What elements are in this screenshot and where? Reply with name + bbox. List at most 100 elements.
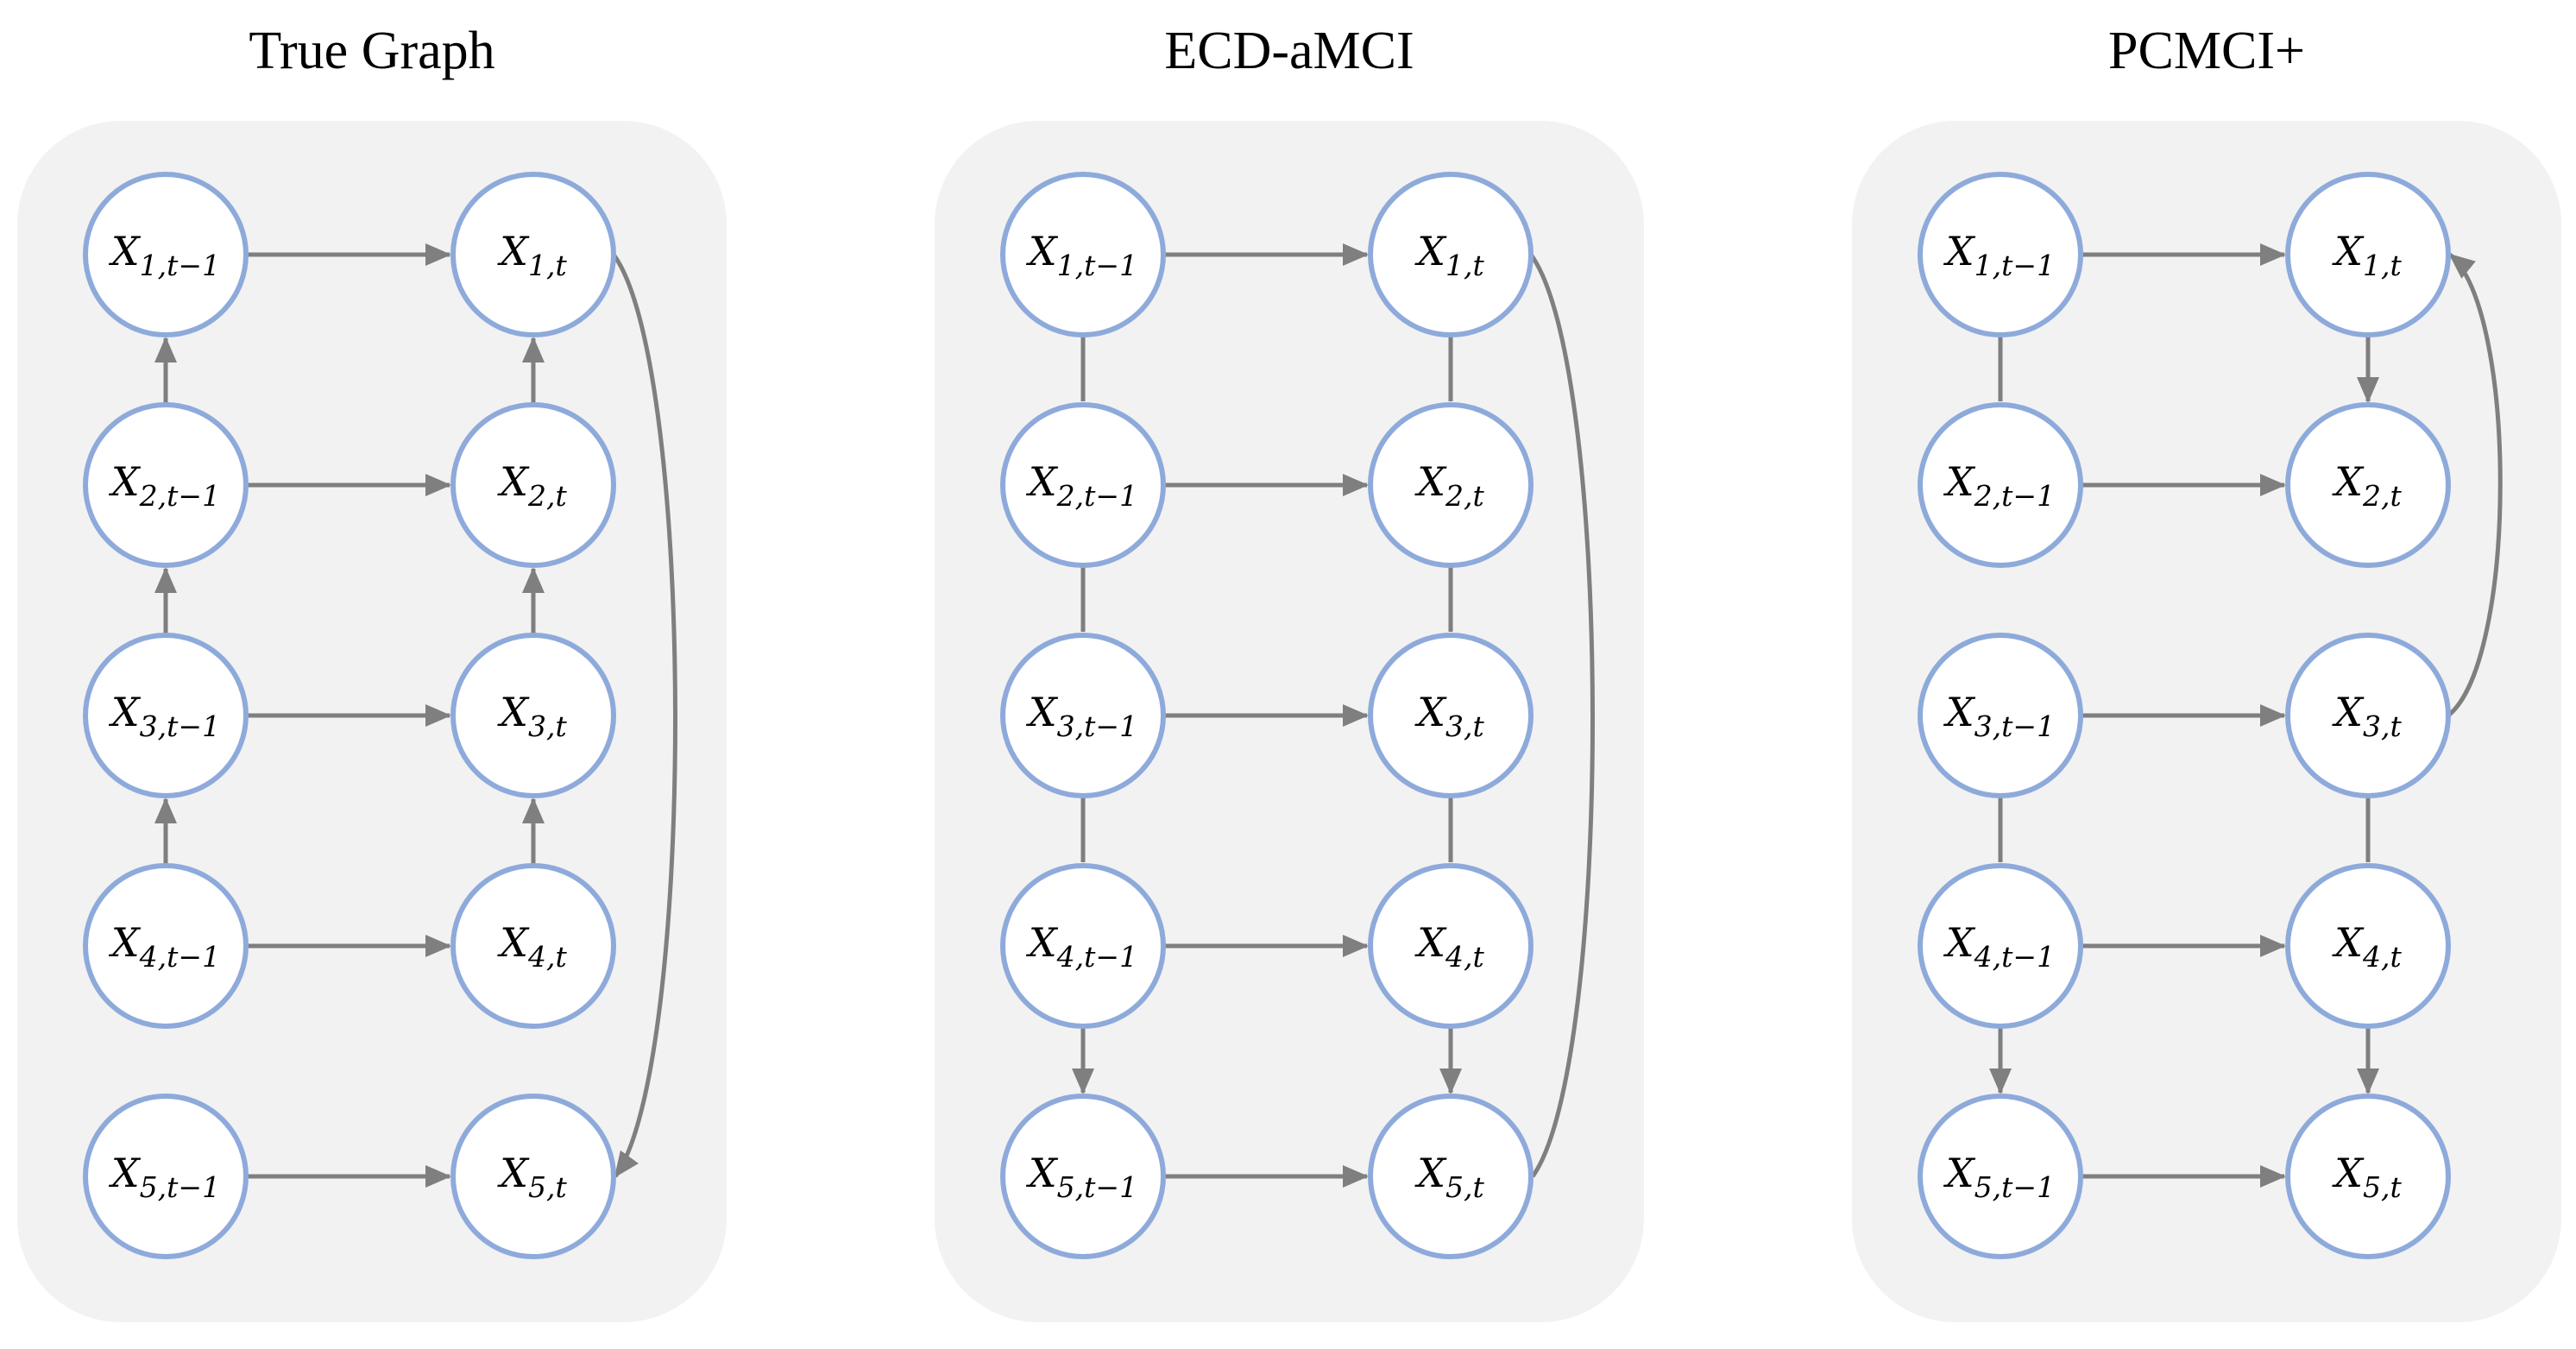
node-label: X1,t	[497, 228, 567, 282]
node-circle	[83, 863, 249, 1029]
node-circle	[450, 1094, 616, 1259]
node-circle	[2285, 402, 2451, 568]
panel-title: ECD-aMCI	[1164, 22, 1414, 80]
node-subscript: 2,t	[2362, 479, 2402, 513]
node-label: X5,t−1	[1026, 1150, 1137, 1204]
node-label: X1,t−1	[109, 228, 220, 282]
node-circle	[1918, 633, 2083, 798]
node-variable: X	[497, 919, 530, 966]
node-b1: X1,t	[450, 172, 616, 337]
node-b3: X3,t	[1368, 633, 1534, 798]
node-label: X5,t−1	[109, 1150, 220, 1204]
node-variable: X	[1026, 228, 1059, 274]
node-a4: X4,t−1	[1918, 863, 2083, 1029]
node-subscript: 4,t	[2362, 940, 2402, 974]
node-a3: X3,t−1	[1000, 633, 1166, 798]
node-variable: X	[497, 689, 530, 735]
node-subscript: 2,t−1	[1056, 479, 1137, 513]
node-variable: X	[1414, 1150, 1447, 1196]
node-circle	[1368, 633, 1534, 798]
edges	[1072, 243, 1595, 1188]
node-subscript: 5,t	[2363, 1170, 2402, 1204]
node-b5: X5,t	[1368, 1094, 1534, 1259]
node-circle	[1368, 1094, 1534, 1259]
node-variable: X	[1943, 919, 1976, 966]
node-circle	[1000, 863, 1166, 1029]
node-subscript: 3,t−1	[1975, 709, 2055, 743]
node-label: X4,t−1	[1026, 919, 1137, 974]
node-a4: X4,t−1	[1000, 863, 1166, 1029]
node-a2: X2,t−1	[83, 402, 249, 568]
node-a4: X4,t−1	[83, 863, 249, 1029]
node-a1: X1,t−1	[1000, 172, 1166, 337]
node-circle	[1918, 172, 2083, 337]
node-b2: X2,t	[450, 402, 616, 568]
node-variable: X	[1026, 919, 1059, 966]
node-subscript: 2,t−1	[139, 479, 220, 513]
node-label: X3,t	[1414, 689, 1484, 743]
node-a3: X3,t−1	[83, 633, 249, 798]
node-circle	[1368, 172, 1534, 337]
node-a3: X3,t−1	[1918, 633, 2083, 798]
node-variable: X	[1414, 689, 1447, 735]
node-b1: X1,t	[1368, 172, 1534, 337]
node-variable: X	[1943, 458, 1976, 505]
edge-b1-b5-arrow	[611, 253, 677, 1178]
node-label: X2,t	[2332, 458, 2402, 513]
node-variable: X	[109, 919, 142, 966]
node-variable: X	[2332, 458, 2365, 505]
edge-b3-b1-arrow	[2447, 253, 2503, 717]
node-subscript: 1,t−1	[1975, 249, 2055, 282]
node-subscript: 4,t−1	[1974, 940, 2055, 974]
node-circle	[450, 633, 616, 798]
panel-pcmci-plus: PCMCI+X1,t−1X2,t−1X3,t−1X4,t−1X5,t−1X1,t…	[1852, 22, 2561, 1322]
panel-title: True Graph	[249, 22, 494, 80]
node-variable: X	[1414, 458, 1447, 505]
node-b3: X3,t	[450, 633, 616, 798]
node-circle	[1918, 1094, 2083, 1259]
edge-b1-b5-line	[1528, 253, 1595, 1178]
node-subscript: 3,t−1	[140, 709, 220, 743]
node-label: X5,t	[2332, 1150, 2402, 1204]
node-label: X2,t	[1414, 458, 1484, 513]
node-variable: X	[2332, 228, 2365, 274]
node-subscript: 5,t	[1445, 1170, 1484, 1204]
node-subscript: 4,t	[527, 940, 567, 974]
node-circle	[1368, 402, 1534, 568]
node-subscript: 5,t−1	[1975, 1170, 2055, 1204]
panel-title: PCMCI+	[2108, 22, 2305, 80]
node-variable: X	[109, 228, 142, 274]
node-label: X3,t−1	[109, 689, 220, 743]
node-subscript: 3,t−1	[1057, 709, 1137, 743]
node-b5: X5,t	[2285, 1094, 2451, 1259]
node-a2: X2,t−1	[1000, 402, 1166, 568]
node-circle	[450, 402, 616, 568]
node-a5: X5,t−1	[83, 1094, 249, 1259]
node-b4: X4,t	[2285, 863, 2451, 1029]
node-circle	[83, 402, 249, 568]
node-subscript: 5,t−1	[1057, 1170, 1137, 1204]
node-circle	[2285, 633, 2451, 798]
node-subscript: 3,t	[2363, 709, 2402, 743]
node-subscript: 4,t−1	[1056, 940, 1137, 974]
node-variable: X	[1026, 689, 1059, 735]
node-a5: X5,t−1	[1918, 1094, 2083, 1259]
node-subscript: 4,t−1	[139, 940, 220, 974]
node-circle	[2285, 863, 2451, 1029]
node-a1: X1,t−1	[83, 172, 249, 337]
panel-true-graph: True GraphX1,t−1X2,t−1X3,t−1X4,t−1X5,t−1…	[17, 22, 727, 1322]
node-b2: X2,t	[2285, 402, 2451, 568]
node-circle	[2285, 1094, 2451, 1259]
node-subscript: 5,t−1	[140, 1170, 220, 1204]
node-variable: X	[1026, 1150, 1059, 1196]
node-label: X4,t	[497, 919, 567, 974]
node-circle	[83, 1094, 249, 1259]
node-b3: X3,t	[2285, 633, 2451, 798]
node-variable: X	[2332, 1150, 2365, 1196]
node-label: X2,t−1	[1026, 458, 1137, 513]
node-label: X4,t−1	[1943, 919, 2055, 974]
node-a2: X2,t−1	[1918, 402, 2083, 568]
node-variable: X	[109, 458, 142, 505]
node-circle	[2285, 172, 2451, 337]
